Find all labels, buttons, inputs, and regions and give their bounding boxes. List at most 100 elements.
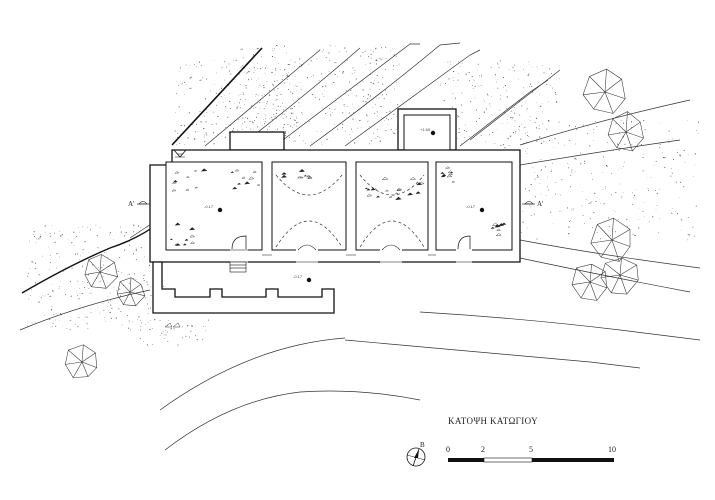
stipple-dot — [75, 237, 76, 238]
stipple-dot — [368, 55, 370, 57]
stipple-dot — [600, 202, 601, 204]
stipple-dot — [587, 132, 589, 134]
stipple-dot — [222, 102, 224, 103]
stipple-dot — [288, 132, 289, 134]
stipple-dot — [537, 175, 538, 177]
tree-branch — [571, 281, 591, 285]
stipple-dot — [374, 80, 375, 81]
stipple-dot — [463, 137, 465, 139]
stipple-dot — [508, 144, 510, 146]
stipple-dot — [647, 190, 649, 191]
stipple-dot — [352, 118, 354, 120]
stipple-dot — [230, 73, 232, 75]
stipple-dot — [120, 295, 122, 297]
stipple-dot — [474, 80, 476, 82]
stipple-dot — [281, 94, 282, 96]
stipple-dot — [499, 109, 501, 111]
stipple-dot — [487, 95, 489, 96]
rubble-mark — [232, 186, 238, 190]
stipple-dot — [550, 169, 552, 170]
stipple-dot — [485, 108, 487, 110]
stipple-dot — [351, 118, 353, 120]
rubble-mark — [440, 171, 445, 175]
stipple-dot — [470, 101, 472, 103]
stipple-dot — [197, 130, 199, 132]
stipple-dot — [489, 103, 491, 105]
stipple-dot — [292, 112, 294, 114]
stipple-dot — [362, 100, 364, 102]
stipple-dot — [390, 50, 391, 52]
stipple-dot — [655, 209, 657, 210]
stipple-dot — [255, 106, 257, 108]
stipple-dot — [687, 239, 688, 241]
stipple-dot — [202, 77, 204, 79]
stipple-dot — [656, 192, 658, 194]
stipple-dot — [329, 60, 330, 62]
stipple-dot — [205, 132, 207, 134]
stipple-dot — [526, 131, 528, 133]
stipple-dot — [200, 65, 202, 67]
stipple-dot — [183, 125, 185, 127]
stipple-dot — [274, 115, 276, 117]
stipple-dot — [73, 245, 75, 246]
stipple-dot — [471, 76, 473, 78]
stipple-dot — [531, 85, 533, 88]
stipple-dot — [55, 319, 56, 321]
stipple-dot — [482, 98, 484, 100]
tree-branch — [604, 69, 607, 93]
stipple-dot — [285, 135, 287, 137]
stipple-dot — [50, 309, 53, 311]
stipple-dot — [582, 214, 584, 216]
stipple-dot — [344, 93, 346, 95]
stipple-dot — [176, 93, 177, 95]
stipple-dot — [390, 118, 392, 120]
stipple-dot — [341, 129, 343, 130]
stipple-dot — [595, 200, 597, 202]
stipple-dot — [610, 194, 612, 196]
stipple-dot — [394, 88, 395, 90]
stipple-dot — [683, 149, 685, 151]
stipple-dot — [668, 130, 670, 132]
stipple-dot — [372, 107, 373, 108]
stipple-dot — [248, 79, 250, 81]
stipple-dot — [452, 77, 454, 79]
stipple-dot — [121, 271, 122, 273]
stipple-dot — [288, 89, 289, 90]
stipple-dot — [203, 128, 205, 130]
stipple-dot — [522, 221, 524, 223]
stipple-dot — [326, 138, 328, 140]
stipple-dot — [42, 255, 43, 257]
stipple-dot — [296, 90, 298, 91]
stipple-dot — [305, 94, 307, 95]
stipple-dot — [215, 123, 217, 125]
stipple-dot — [121, 324, 123, 326]
tree-branch — [117, 291, 131, 295]
stipple-dot — [654, 189, 656, 191]
tree-branch — [619, 264, 637, 276]
stipple-dot — [262, 125, 264, 126]
stipple-dot — [138, 225, 140, 227]
stipple-dot — [244, 121, 246, 123]
stipple-dot — [245, 86, 246, 88]
stipple-dot — [53, 314, 55, 316]
rubble-mark — [496, 228, 502, 232]
rubble-mark — [174, 243, 181, 246]
stipple-dot — [605, 165, 608, 167]
stipple-dot — [580, 163, 582, 165]
rubble-mark — [194, 186, 199, 189]
stipple-dot — [266, 103, 268, 105]
rubble-mark — [415, 191, 421, 194]
stipple-dot — [309, 121, 310, 122]
stipple-dot — [283, 117, 284, 119]
stipple-dot — [460, 104, 462, 106]
stipple-dot — [135, 259, 137, 261]
stipple-dot — [167, 340, 169, 342]
stipple-dot — [240, 48, 242, 50]
stipple-dot — [265, 114, 267, 116]
tree-branch — [580, 281, 591, 299]
stipple-dot — [34, 235, 36, 238]
stipple-dot — [130, 329, 132, 331]
stipple-dot — [475, 109, 477, 111]
stipple-dot — [289, 83, 290, 85]
stipple-dot — [508, 69, 510, 71]
